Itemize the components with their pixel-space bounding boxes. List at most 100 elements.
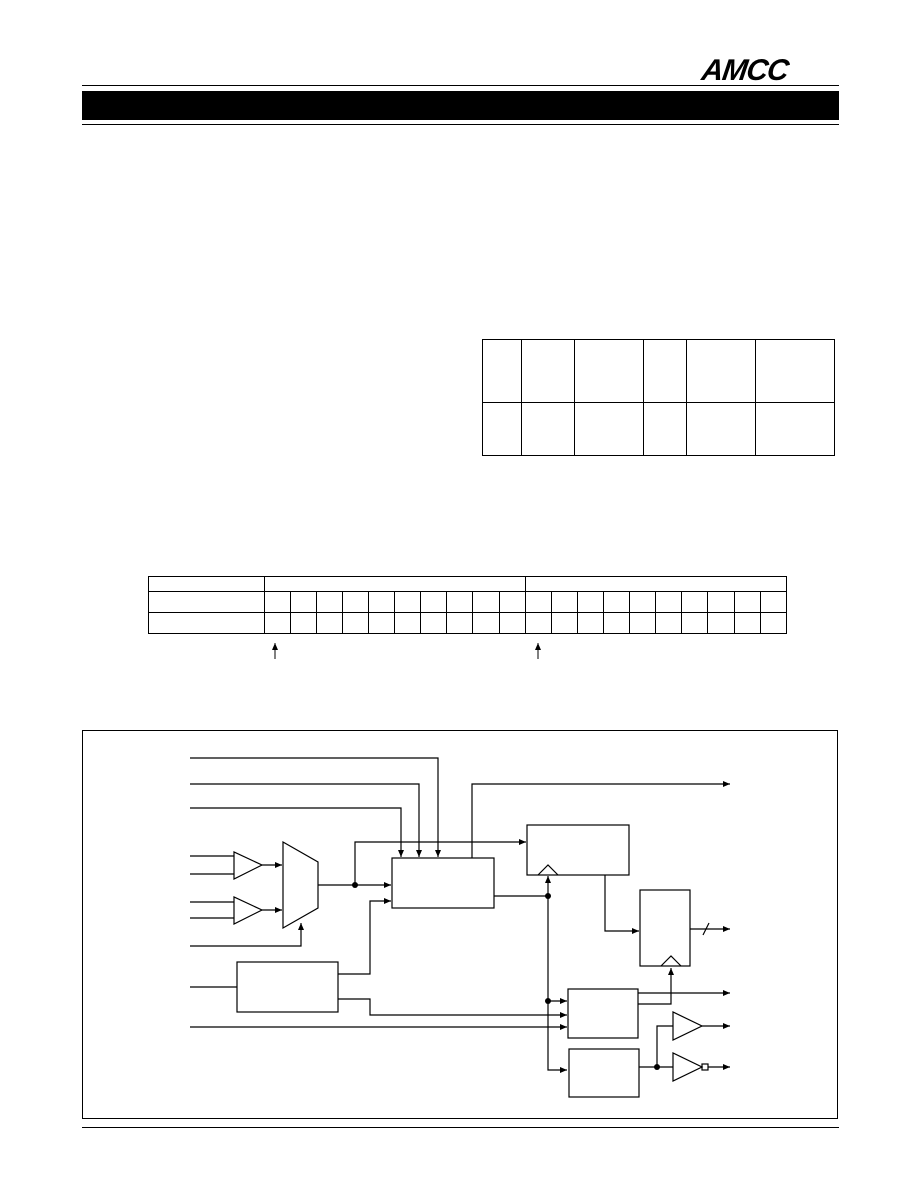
bit-cell: [550, 591, 578, 613]
bit-cell: [341, 612, 369, 634]
bit-cell: [446, 612, 474, 634]
clock-edge-icon: [537, 864, 559, 876]
table-cell: [482, 402, 522, 456]
bit-cell: [576, 591, 604, 613]
header-bottom-rule: [82, 124, 839, 125]
amcc-logo: AMCC: [698, 57, 842, 83]
table-cell: [686, 339, 756, 403]
register-block: [526, 824, 630, 876]
bit-cell: [681, 612, 709, 634]
logo-text: AMCC: [699, 57, 793, 83]
bit-cell: [472, 591, 500, 613]
bit-cell: [655, 591, 683, 613]
block-diagram-frame: [82, 730, 838, 1119]
bit-cell: [759, 591, 788, 613]
spec-table-row: [482, 402, 835, 456]
bit-cell: [602, 612, 631, 634]
bit-cell: [629, 612, 657, 634]
block-diagram: [190, 757, 730, 1098]
signal-line: [471, 781, 730, 858]
header-thin-rule: [82, 85, 839, 86]
table-cell: [643, 339, 687, 403]
table-cell: [686, 402, 756, 456]
table-cell: [148, 612, 265, 634]
bit-cell: [602, 591, 631, 613]
bit-cell: [263, 591, 291, 613]
bit-table-row: [148, 612, 788, 634]
bit-cell: [524, 591, 552, 613]
junction-dot-icon: [545, 998, 551, 1004]
table-cell: [574, 339, 644, 403]
bit-cell: [472, 612, 500, 634]
table-cell: [521, 339, 575, 403]
signal-line: [190, 757, 441, 857]
table-cell: [574, 402, 644, 456]
clock-edge-icon: [660, 955, 682, 967]
buffer-icon: [672, 1011, 704, 1041]
bit-cell: [629, 591, 657, 613]
bit-cell: [315, 591, 343, 613]
header-black-band: [82, 91, 839, 120]
bit-cell: [446, 591, 474, 613]
output-block: [568, 1048, 640, 1098]
junction-dot-icon: [545, 893, 551, 899]
signal-line: [190, 783, 422, 857]
footer-rule: [82, 1127, 839, 1128]
table-cell: [263, 576, 526, 592]
spec-table-row: [482, 339, 835, 403]
table-cell: [524, 576, 788, 592]
bit-cell: [655, 612, 683, 634]
signal-line: [656, 1025, 673, 1067]
spec-table: [482, 339, 835, 456]
buffer-icon: [233, 851, 264, 880]
table-cell: [148, 576, 265, 592]
bit-cell: [367, 591, 396, 613]
bit-cell: [289, 591, 317, 613]
signal-line: [338, 898, 391, 975]
buffer-icon: [233, 896, 264, 925]
divider-block: [567, 988, 639, 1039]
mux-icon: [282, 840, 319, 930]
bit-field-table: [148, 576, 788, 634]
signal-line: [190, 807, 404, 857]
inverter-icon: [672, 1052, 704, 1082]
bit-cell: [733, 591, 761, 613]
bit-cell: [759, 612, 788, 634]
flip-flop-icon: [639, 889, 691, 967]
bit-cell: [707, 612, 735, 634]
table-cell: [643, 402, 687, 456]
table-cell: [521, 402, 575, 456]
bit-cell: [367, 612, 396, 634]
signal-line: [638, 968, 674, 1005]
bit-cell: [341, 591, 369, 613]
junction-dot-icon: [654, 1064, 660, 1070]
table-cell: [148, 591, 265, 613]
bit-cell: [289, 612, 317, 634]
bit-cell: [315, 612, 343, 634]
table-cell: [755, 402, 835, 456]
signal-line: [338, 998, 567, 1018]
bit-cell: [394, 612, 422, 634]
bit-cell: [394, 591, 422, 613]
bit-cell: [498, 591, 526, 613]
bus-slash-icon: [702, 922, 710, 936]
bit-cell: [550, 612, 578, 634]
logo-icon: AMCC: [699, 57, 793, 83]
bit-cell: [707, 591, 735, 613]
bit-cell: [498, 612, 526, 634]
bit-cell: [524, 612, 552, 634]
table-cell: [482, 339, 522, 403]
bit-cell: [420, 591, 448, 613]
junction-dot-icon: [352, 882, 358, 888]
control-block: [236, 961, 339, 1013]
table-cell: [755, 339, 835, 403]
bit-table-row: [148, 591, 788, 613]
signal-line: [190, 923, 304, 947]
bit-table-header-row: [148, 576, 788, 592]
bit-cell: [576, 612, 604, 634]
bit-cell: [681, 591, 709, 613]
bit-cell: [263, 612, 291, 634]
bit-cell: [420, 612, 448, 634]
signal-line: [604, 875, 639, 934]
signal-line: [354, 839, 526, 885]
